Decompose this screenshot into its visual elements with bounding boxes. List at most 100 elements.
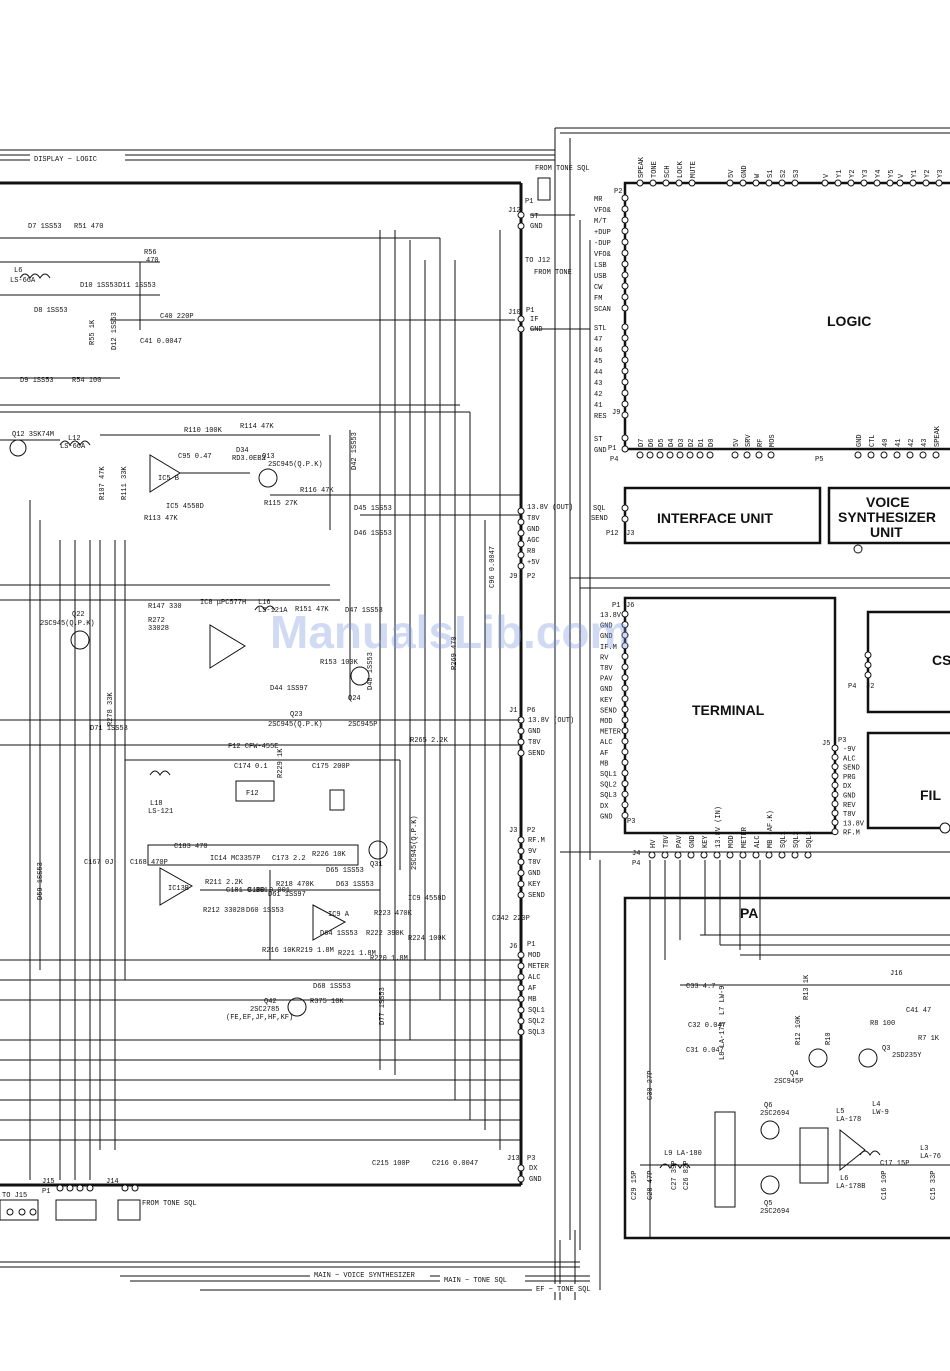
component-label-q24t: 2SC945P: [348, 721, 377, 729]
component-label-c33: C33 4.7: [686, 983, 715, 991]
component-label-q5: Q5: [764, 1200, 772, 1208]
component-label-l7: L7 LW-9: [719, 986, 727, 1015]
component-label-d77: D77 1SS53: [379, 987, 387, 1025]
connector-pin: [831, 753, 839, 761]
terminal-bottom-pin-label: MOD: [728, 835, 736, 848]
component-label-l9: L9 LA-180: [664, 1150, 702, 1158]
component-label-q24: Q24: [348, 695, 361, 703]
connector-pin: [621, 621, 629, 629]
component-label-l18t: LS-121: [148, 808, 173, 816]
connector-pin: [726, 179, 734, 187]
connector-pin: [854, 451, 862, 459]
component-label-c242: C242 220P: [492, 915, 530, 923]
connector-pin: [636, 451, 644, 459]
pa-unit: PA J16: [623, 896, 950, 1240]
logic-top-pin-label: Y5: [888, 170, 896, 178]
display-logic-bus: DISPLAY ~ LOGIC: [0, 127, 950, 1300]
component-label-d60: D60 1SS53: [246, 907, 284, 915]
component-label-r220: R220 1.8M: [370, 955, 408, 963]
note-from-tone-sql-bottom: FROM TONE SQL: [142, 1200, 197, 1208]
connector-pin: [804, 851, 812, 859]
svg-text:J1: J1: [509, 707, 517, 715]
component-label-c173: C173 2.2: [272, 855, 306, 863]
connector-pin: [646, 451, 654, 459]
component-label-r272: R272: [148, 617, 165, 625]
terminal-left-pin-label: SQL1: [600, 771, 617, 779]
terminal-bottom-pin-label: GND: [689, 835, 697, 848]
connector-pin: [621, 411, 629, 419]
connector-pin: [674, 851, 682, 859]
component-label-ic9a: IC9 A: [328, 911, 350, 919]
component-label-c32: C32 0.047: [688, 1022, 726, 1030]
component-label-l8: L8 LA-179: [719, 1022, 727, 1060]
connector-pin: [831, 809, 839, 817]
logic-top-pin-label: Y2: [924, 170, 932, 178]
logic-top-pin-label: Y1: [836, 170, 844, 178]
svg-text:GND: GND: [529, 1176, 542, 1184]
connector-pin: [847, 179, 855, 187]
connector-pin: [636, 179, 644, 187]
svg-text:P1: P1: [612, 602, 620, 610]
logic-bottom-pin-label: D1: [698, 439, 706, 447]
terminal-bottom-pin-label: KEY: [702, 835, 710, 848]
svg-text:P2: P2: [614, 188, 622, 196]
connector-pin: [922, 179, 930, 187]
terminal-left-pin-label: GND: [600, 623, 613, 631]
connector-pin: [739, 851, 747, 859]
logic-pin-label: 45: [594, 358, 602, 366]
manualslib-watermark: ManualsLib.com: [270, 606, 631, 658]
connector-pin: [621, 367, 629, 375]
connector-pin: [621, 790, 629, 798]
component-label-d64: D64 1SS53: [320, 930, 358, 938]
logic-pin-label: 43: [594, 380, 602, 388]
component-label-f12: F12 CFW-455E: [228, 743, 278, 751]
component-label-q42t: 2SC2785: [250, 1006, 279, 1014]
component-label-r12: R12 10K: [795, 1015, 803, 1045]
component-label-q12: Q12 3SK74M: [12, 431, 54, 439]
svg-text:SQL3: SQL3: [528, 1029, 545, 1037]
svg-text:P3: P3: [627, 818, 635, 826]
connector-pin: [666, 451, 674, 459]
svg-text:P2: P2: [527, 827, 535, 835]
connector-pin: [621, 769, 629, 777]
svg-text:J2: J2: [866, 683, 874, 691]
component-label-d44: D44 1SS97: [270, 685, 308, 693]
component-label-l4t: LW-9: [872, 1109, 889, 1117]
connector-pin: [621, 610, 629, 618]
connector-pin: [713, 851, 721, 859]
component-label-q42: Q42: [264, 998, 277, 1006]
svg-text:J14: J14: [106, 1178, 119, 1186]
logic-bottom-pin-label: 5V: [733, 438, 741, 447]
component-label-d48: D48 1SS53: [367, 652, 375, 690]
connector-pin: [873, 179, 881, 187]
svg-text:P1: P1: [525, 198, 533, 206]
display-logic-label: DISPLAY ~ LOGIC: [34, 156, 97, 164]
vs-pin-label: 43: [921, 439, 929, 447]
interface-unit: INTERFACE UNIT SQL SEND P12 J3: [591, 486, 822, 545]
component-label-r147: R147 330: [148, 603, 182, 611]
logic-pin-label: USB: [594, 273, 607, 281]
svg-text:J6: J6: [626, 602, 634, 610]
component-label-ic5: IC5 4558D: [166, 503, 204, 511]
logic-pin-label: 47: [594, 336, 602, 344]
component-label-r221: R221 1.8M: [338, 950, 376, 958]
connector-pin: [831, 772, 839, 780]
logic-pin-label: CW: [594, 284, 603, 292]
component-label-d9: D9 1SS53: [20, 377, 54, 385]
component-label-r54: R54 100: [72, 377, 101, 385]
component-label-l12t: LS-66A: [60, 443, 86, 451]
connector-pin: [752, 179, 760, 187]
component-label-r10: R10: [825, 1032, 833, 1045]
bottom-buses: MAIN ~ VOICE SYNTHESIZER MAIN ~ TONE SQL…: [0, 1230, 602, 1300]
connector-pin: [778, 851, 786, 859]
svg-text:J12: J12: [508, 207, 521, 215]
component-label-c95: C95 0.47: [178, 453, 212, 461]
svg-text:P6: P6: [527, 707, 535, 715]
connector-pin: [621, 737, 629, 745]
svg-text:UNIT: UNIT: [870, 524, 903, 540]
logic-top-pin-label: 5V: [728, 169, 736, 178]
logic-pin-label: STL: [594, 325, 607, 333]
svg-text:RF.M: RF.M: [528, 837, 545, 845]
connector-pin: [765, 179, 773, 187]
logic-bottom-pin-label: D0: [708, 439, 716, 447]
